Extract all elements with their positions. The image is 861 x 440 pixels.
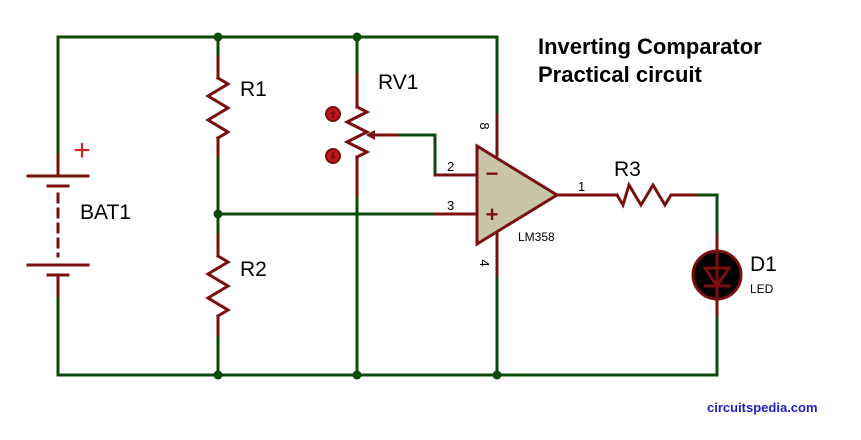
potentiometer-rv1[interactable]: RV1 [325, 71, 418, 197]
junction-dot [352, 32, 362, 42]
resistor-r1[interactable]: R1 [205, 55, 267, 157]
junction-dot [352, 370, 362, 380]
junction-dot [213, 209, 223, 219]
d1-label: D1 [750, 253, 777, 276]
opamp-lm358[interactable]: − + 2 3 1 8 4 LM358 [433, 113, 619, 277]
arrow-down-icon [330, 152, 336, 160]
r1-zigzag [205, 75, 231, 141]
title-line-2: Practical circuit [538, 62, 703, 87]
d1-value: LED [750, 282, 774, 296]
r2-zigzag [205, 253, 231, 319]
wires [56, 35, 719, 377]
resistor-r3[interactable]: R3 [614, 158, 697, 209]
resistor-r2[interactable]: R2 [205, 233, 267, 337]
rv1-label: RV1 [378, 71, 418, 94]
battery-bat1[interactable]: + BAT1 [26, 134, 131, 298]
title-line-1: Inverting Comparator [538, 34, 762, 59]
opamp-pin4-number: 4 [477, 259, 492, 266]
junctions [213, 32, 502, 380]
rv1-wiper-arrow-icon [366, 130, 375, 140]
opamp-pin2-number: 2 [447, 159, 454, 174]
battery-plus-sign: + [73, 134, 91, 167]
opamp-inverting-sign: − [486, 161, 499, 186]
r2-label: R2 [240, 258, 267, 281]
r3-label: R3 [614, 158, 641, 181]
battery-label: BAT1 [80, 201, 131, 224]
opamp-pin3-number: 3 [447, 198, 454, 213]
opamp-body [475, 143, 560, 247]
junction-dot [213, 370, 223, 380]
wire-wiper-to-pin2 [395, 133, 437, 177]
wire-r3-to-led [693, 193, 719, 237]
junction-dot [213, 32, 223, 42]
arrow-up-icon [330, 110, 336, 118]
junction-dot [492, 370, 502, 380]
rv1-zigzag [343, 104, 371, 160]
opamp-noninverting-sign: + [486, 202, 499, 227]
opamp-pin1-number: 1 [578, 179, 585, 194]
opamp-part-label: LM358 [518, 230, 555, 244]
opamp-pin8-number: 8 [477, 122, 492, 129]
r1-label: R1 [240, 78, 267, 101]
led-d1[interactable]: D1 LED [691, 233, 777, 317]
watermark-link[interactable]: circuitspedia.com [707, 400, 818, 415]
r3-zigzag [614, 181, 697, 209]
